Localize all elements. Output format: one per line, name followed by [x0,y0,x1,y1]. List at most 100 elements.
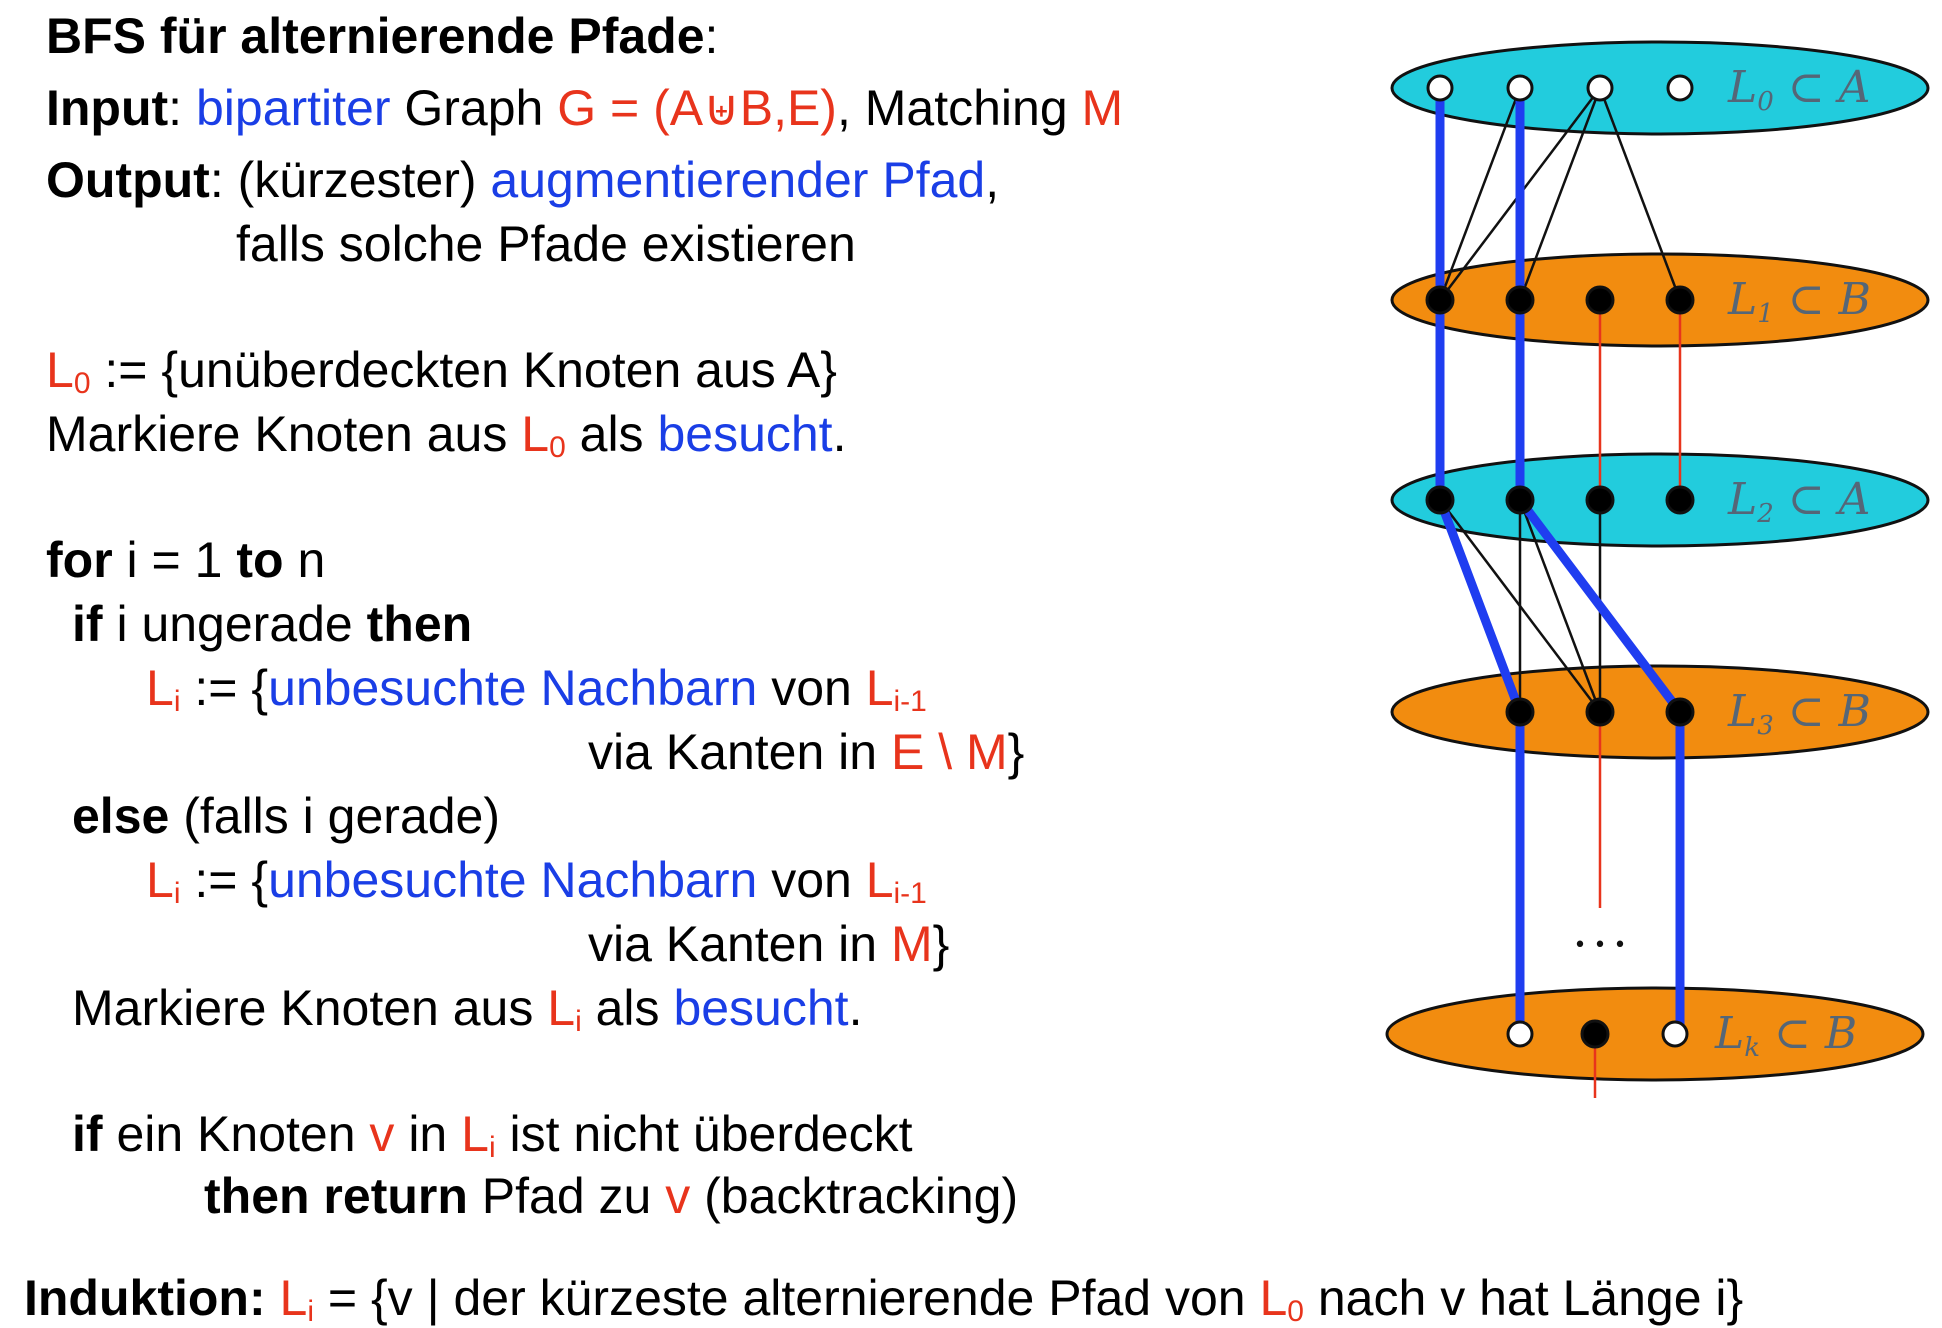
assign-open: := { [180,660,269,716]
besucht-term-2: besucht [673,980,849,1036]
von-word-2: von [757,852,866,908]
li-symbol-5: Li [279,1270,314,1327]
matching-word: , Matching [836,80,1082,136]
li-minus-1-letter: L [865,660,894,716]
li-letter-2: L [146,852,174,908]
als-word-2: als [581,980,674,1036]
v-symbol: v [369,1106,395,1162]
non-matching-edges [1438,87,1682,713]
von-word: von [757,660,866,716]
mark-prefix: Markiere Knoten aus [46,406,522,462]
e-minus-m-symbol: E \ M [890,724,1008,780]
li-subscript-4: i [488,1131,496,1164]
in-word: in [394,1106,462,1162]
mark-dot: . [832,406,847,462]
input-line: Input: bipartiter Graph G = (A⊎B,E), Mat… [46,78,1123,138]
m-symbol: M [890,916,933,972]
for-line: for i = 1 to n [46,530,325,590]
l0-letter-2: L [521,406,550,462]
node-l2-2 [1505,485,1535,515]
output-sep: : (kürzester) [209,152,491,208]
li-minus-1-symbol: Li-1 [865,660,927,717]
graph-definition: G = (A⊎B,E) [557,80,837,136]
induction-keyword: Induktion: [24,1270,266,1326]
close-brace: } [1007,724,1025,780]
mark-prefix-2: Markiere Knoten aus [72,980,548,1036]
layer-2-ellipse [1390,452,1930,548]
node-l0-3 [1586,74,1614,102]
layer-3-ellipse [1390,664,1930,760]
layer-2-label: L2 ⊂ A [1727,474,1870,529]
pfad-zu-text: Pfad zu [467,1168,666,1224]
node-l0-1 [1426,74,1454,102]
for-bound: n [283,532,326,588]
li-letter-4: L [461,1106,489,1162]
then-return-line: then return Pfad zu v (backtracking) [204,1166,1018,1226]
layer-ellipses [1385,40,1930,1082]
layer-k-label: Lk ⊂ B [1714,1008,1857,1063]
edge-l0-l1-d [1598,87,1682,301]
layer-0-ellipse [1390,40,1930,136]
li-symbol: Li [146,660,181,718]
if-keyword: if [72,596,103,652]
l0-letter: L [46,342,74,398]
li-letter-5: L [279,1270,308,1326]
nodes [1425,74,1695,1049]
besucht-term: besucht [657,406,833,462]
node-l1-3 [1585,285,1615,315]
matching-symbol: M [1081,80,1124,136]
layer-labels: L0 ⊂ A L1 ⊂ B L2 ⊂ A L3 ⊂ B Lk ⊂ B [1714,62,1871,1063]
ist-nicht-text: ist nicht überdeckt [495,1106,913,1162]
l0-subscript-3: 0 [1287,1295,1304,1328]
via-text-2: via Kanten in [588,916,891,972]
v-symbol-2: v [665,1168,691,1224]
augmenting-path-1 [1435,88,1525,1034]
bfs-layer-diagram: • • • L0 ⊂ A L1 ⊂ B L2 ⊂ A L3 ⊂ B Lk ⊂ B [1385,40,1930,1098]
input-sep: : [168,80,196,136]
if-odd-line: if i ungerade then [72,594,472,654]
als-word: als [565,406,658,462]
li-subscript-3: i [575,1005,582,1038]
output-condition-line: falls solche Pfade existieren [236,216,856,272]
induction-end: nach v hat Länge i} [1303,1270,1744,1326]
if-uncovered-line: if ein Knoten v in Li ist nicht überdeck… [72,1104,912,1164]
node-lk-2 [1580,1019,1610,1049]
graph-word: Graph [390,80,558,136]
assign-open-2: := { [180,852,269,908]
mark-li-line: Markiere Knoten aus Li als besucht. [72,978,862,1038]
node-l1-2 [1505,285,1535,315]
node-l3-1 [1505,697,1535,727]
augmenting-path-term: augmentierender Pfad [490,152,986,208]
l0-symbol-3: L0 [1259,1270,1304,1328]
induction-mid: = {v | der kürzeste alternierende Pfad v… [314,1270,1260,1326]
li-subscript: i [173,685,181,718]
unbesuchte-nachbarn-term-2: unbesuchte Nachbarn [268,852,758,908]
layer-1-ellipse [1390,252,1930,348]
odd-condition: i ungerade [102,596,367,652]
node-lk-3 [1661,1020,1689,1048]
li-letter-3: L [547,980,576,1036]
node-l3-2 [1585,697,1615,727]
li-symbol-2: Li [146,852,180,909]
edge-l2-l3-c [1518,499,1602,713]
l0-subscript: 0 [73,367,91,400]
node-l2-4 [1665,485,1695,515]
li-even-assign-line: Li := {unbesuchte Nachbarn von Li-1 [146,850,927,910]
layer-1-label: L1 ⊂ B [1727,274,1871,329]
li-minus-1-symbol-2: Li-1 [865,852,927,909]
l0-subscript-2: 0 [549,431,566,464]
via-text: via Kanten in [588,724,891,780]
l0-symbol-2: L0 [521,406,566,464]
else-keyword: else [72,788,170,844]
for-keyword: for [46,532,113,588]
title-colon: : [704,8,719,64]
augmenting-paths [1435,88,1685,1034]
layer-3-label: L3 ⊂ B [1727,686,1871,741]
then-return-keyword: then return [204,1168,468,1224]
if-ein-text: ein Knoten [102,1106,370,1162]
li-symbol-3: Li [547,980,582,1038]
edge-l0-l1-a [1438,87,1522,301]
li-minus-1-letter-2: L [865,852,894,908]
l0-def-text: := {unüberdeckten Knoten aus A} [90,342,837,398]
node-l3-3 [1665,697,1695,727]
